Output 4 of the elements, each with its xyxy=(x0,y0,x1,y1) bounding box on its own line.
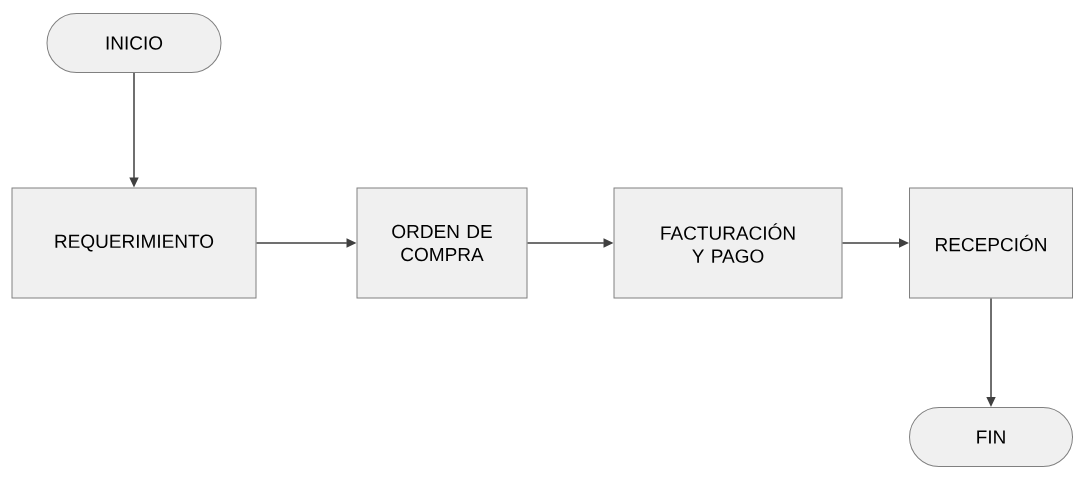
process-box: ORDEN DE COMPRA xyxy=(356,187,528,299)
process-box: FACTURACIÓN Y PAGO xyxy=(613,187,843,299)
process-box: RECEPCIÓN xyxy=(909,187,1073,299)
process-box: REQUERIMIENTO xyxy=(11,187,257,299)
